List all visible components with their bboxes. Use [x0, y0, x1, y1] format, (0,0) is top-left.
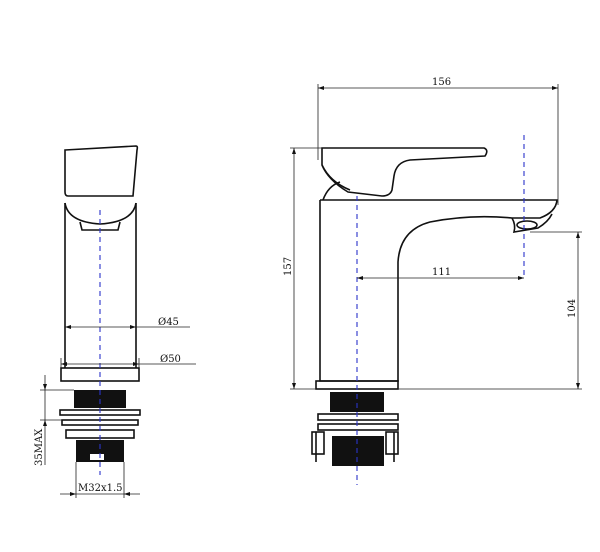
thread-label: M32x1.5 — [78, 483, 123, 494]
spout-height-104-label: 104 — [567, 299, 578, 318]
side-handle — [321, 147, 488, 197]
width-156-label: 156 — [432, 77, 451, 88]
side-aerator — [511, 213, 553, 233]
diameter-45-label: Ø45 — [158, 317, 179, 328]
front-handle — [64, 145, 139, 197]
front-body — [64, 203, 137, 368]
side-handle-joint — [322, 181, 341, 201]
side-body — [319, 199, 558, 382]
side-view: 156 157 111 104 — [283, 77, 582, 485]
side-shank — [311, 392, 399, 466]
reach-111-label: 111 — [432, 267, 451, 278]
front-view: Ø45 Ø50 35MAX M32x1.5 — [34, 145, 196, 498]
height-157-label: 157 — [283, 257, 294, 276]
deck-max-label: 35MAX — [34, 428, 45, 466]
diameter-50-label: Ø50 — [160, 354, 181, 365]
